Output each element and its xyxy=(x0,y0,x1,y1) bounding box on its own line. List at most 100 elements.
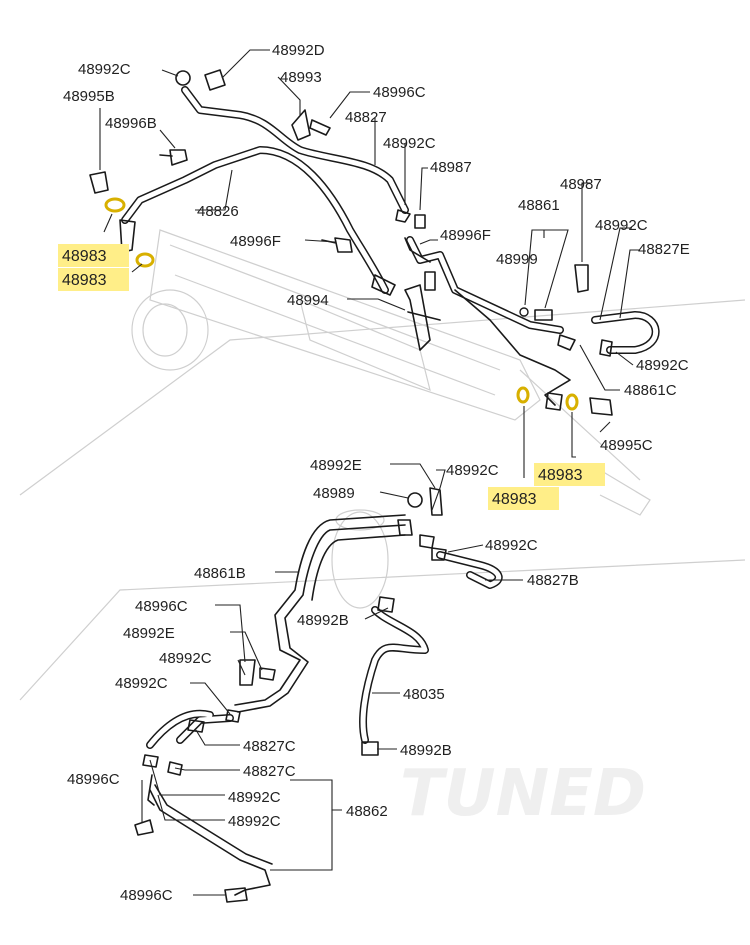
gasket-ring-icon xyxy=(565,393,579,411)
part-number-label: 48992C xyxy=(228,789,281,806)
tube-48861B xyxy=(234,514,406,713)
hose-48827C xyxy=(146,709,234,749)
part-number-label: 48827B xyxy=(527,572,579,589)
part-number-label: 48992C xyxy=(383,135,436,152)
clamp-icon xyxy=(142,754,159,768)
bracket-icon xyxy=(429,487,443,516)
fitting-icon xyxy=(397,519,413,536)
bolt-icon xyxy=(424,271,436,291)
part-number-label: 48983 xyxy=(62,272,107,289)
part-number-label: 48992C xyxy=(636,357,689,374)
bracket-icon xyxy=(291,109,311,141)
part-number-label: 48992E xyxy=(123,625,175,642)
leader-lines xyxy=(99,49,640,896)
gasket-ring-icon xyxy=(104,197,126,213)
part-number-label: 48035 xyxy=(403,686,445,703)
part-number-label: 48861 xyxy=(518,197,560,214)
part-number-label: 48992C xyxy=(115,675,168,692)
o-ring-icon xyxy=(519,307,529,317)
clamp-icon xyxy=(187,719,205,733)
part-number-label: 48861B xyxy=(194,565,246,582)
bolt-icon xyxy=(414,214,426,229)
part-number-label: 48992C xyxy=(159,650,212,667)
clamp-icon xyxy=(167,761,183,776)
watermark: TUNED xyxy=(19,299,746,831)
bolt-icon xyxy=(574,264,589,293)
part-number-label: 48996C xyxy=(373,84,426,101)
fitting-icon xyxy=(404,237,431,263)
part-number-label: 48993 xyxy=(280,69,322,86)
fitting-icon xyxy=(557,334,576,351)
bolt-icon xyxy=(159,149,188,166)
part-number-label: 48826 xyxy=(197,203,239,220)
part-number-label: 48995C xyxy=(600,437,653,454)
part-labels: 48992C 48992D 48993 48995B 48996C 48827 48996B… xyxy=(58,42,690,904)
part-number-label: 48995B xyxy=(63,88,115,105)
clamp-icon xyxy=(225,709,241,723)
part-number-label: 48827E xyxy=(638,241,690,258)
part-number-label: 48983 xyxy=(62,248,107,265)
part-number-label: 48992C xyxy=(485,537,538,554)
part-number-label: 48992B xyxy=(297,612,349,629)
part-number-label: 48994 xyxy=(287,292,329,309)
part-number-label: 48992C xyxy=(228,813,281,830)
part-number-label: 48992C xyxy=(446,462,499,479)
part-number-label: 48992C xyxy=(595,217,648,234)
part-number-label: 48827C xyxy=(243,738,296,755)
part-number-label: 48861C xyxy=(624,382,677,399)
part-number-label: 48996B xyxy=(105,115,157,132)
bracket-48994 xyxy=(404,284,441,351)
clamp-icon xyxy=(204,69,226,91)
bolt-icon xyxy=(224,887,248,903)
part-number-label: 48987 xyxy=(560,176,602,193)
part-number-label: 48992D xyxy=(272,42,325,59)
banjo-bolt-icon xyxy=(589,397,613,416)
part-number-label: 48983 xyxy=(538,467,583,484)
clamp-icon xyxy=(431,547,447,561)
clamp-icon xyxy=(361,741,379,756)
pressure-hose-48826 xyxy=(121,146,389,294)
part-number-label: 48987 xyxy=(430,159,472,176)
part-number-label: 48992C xyxy=(78,61,131,78)
clamp-icon xyxy=(419,534,435,549)
part-number-label: 48827 xyxy=(345,109,387,126)
return-line-48861 xyxy=(406,236,571,406)
bolt-icon xyxy=(321,237,353,253)
part-number-label: 48996C xyxy=(135,598,188,615)
return-hose-48827 xyxy=(181,86,409,214)
bolt-icon xyxy=(259,667,276,681)
part-number-label: 48983 xyxy=(492,491,537,508)
fitting-icon xyxy=(534,309,553,321)
part-number-label: 48992E xyxy=(310,457,362,474)
part-number-label: 48999 xyxy=(496,251,538,268)
watermark-text: TUNED xyxy=(400,757,646,831)
gasket-ring-icon xyxy=(135,252,155,268)
label-highlight xyxy=(488,487,559,510)
label-highlight xyxy=(534,463,605,486)
fitting-icon xyxy=(545,392,563,411)
label-highlight xyxy=(58,244,129,267)
bracket-icon xyxy=(239,659,256,686)
part-number-label: 48989 xyxy=(313,485,355,502)
fitting-icon xyxy=(119,219,136,253)
part-number-label: 48996F xyxy=(230,233,281,250)
banjo-bolt-icon xyxy=(89,171,109,194)
part-number-label: 48827C xyxy=(243,763,296,780)
part-number-label: 48862 xyxy=(346,803,388,820)
grommet-icon xyxy=(407,492,423,508)
clamp-icon xyxy=(395,209,411,223)
hose-48827E xyxy=(591,311,660,354)
part-number-label: 48996F xyxy=(440,227,491,244)
hose-48827B xyxy=(436,551,503,589)
clamp-icon xyxy=(377,596,395,613)
hose-48035 xyxy=(359,606,429,744)
part-number-label: 48992B xyxy=(400,742,452,759)
fitting-icon xyxy=(371,274,396,296)
bolt-icon xyxy=(134,819,154,836)
fittings xyxy=(89,69,613,903)
gasket-rings-48983 xyxy=(104,197,579,411)
bolt-icon xyxy=(309,119,331,136)
part-number-label: 48996C xyxy=(67,771,120,788)
part-number-label: 48996C xyxy=(120,887,173,904)
